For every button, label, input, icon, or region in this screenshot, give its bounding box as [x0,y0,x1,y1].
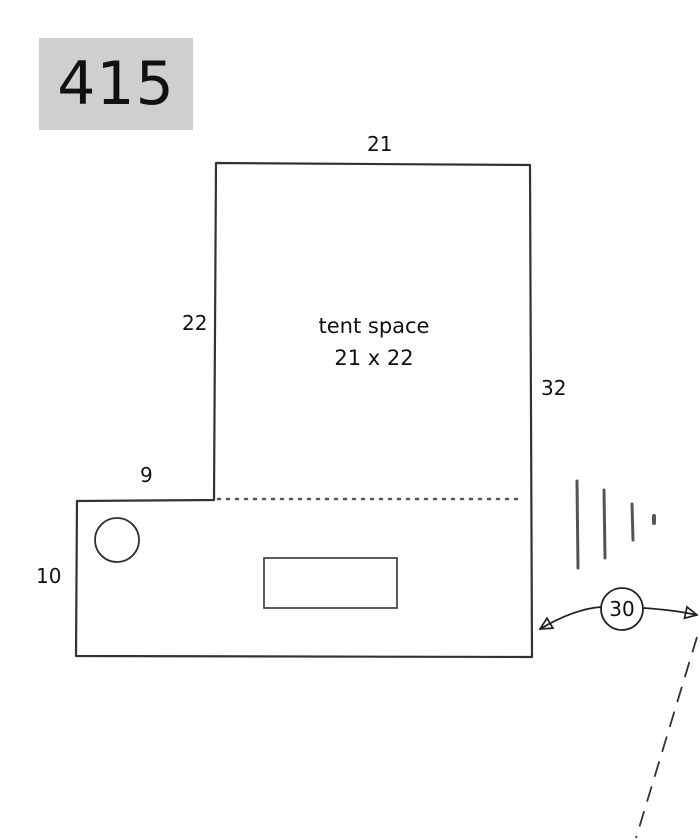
dimension-right: 32 [541,376,567,400]
angle-circle [600,587,644,631]
dimension-left-lower: 10 [36,564,62,588]
tent-space-title: tent space [318,314,430,338]
dimension-top: 21 [367,132,393,156]
site-number-badge: 415 [39,38,193,130]
driveway-line [635,636,698,839]
tick-marks [575,479,656,570]
dimension-step: 9 [140,463,153,487]
picnic-table-icon [263,557,398,609]
tent-space-label: tent space 21 x 22 [300,310,448,374]
angle-value: 30 [609,597,635,621]
dimension-left-upper: 22 [182,311,208,335]
site-number: 415 [57,49,175,119]
angle-arc [540,606,602,629]
site-boundary [74,161,534,659]
angle-arc [642,608,697,615]
tent-space-size: 21 x 22 [334,346,414,370]
fire-ring-icon [94,517,140,563]
